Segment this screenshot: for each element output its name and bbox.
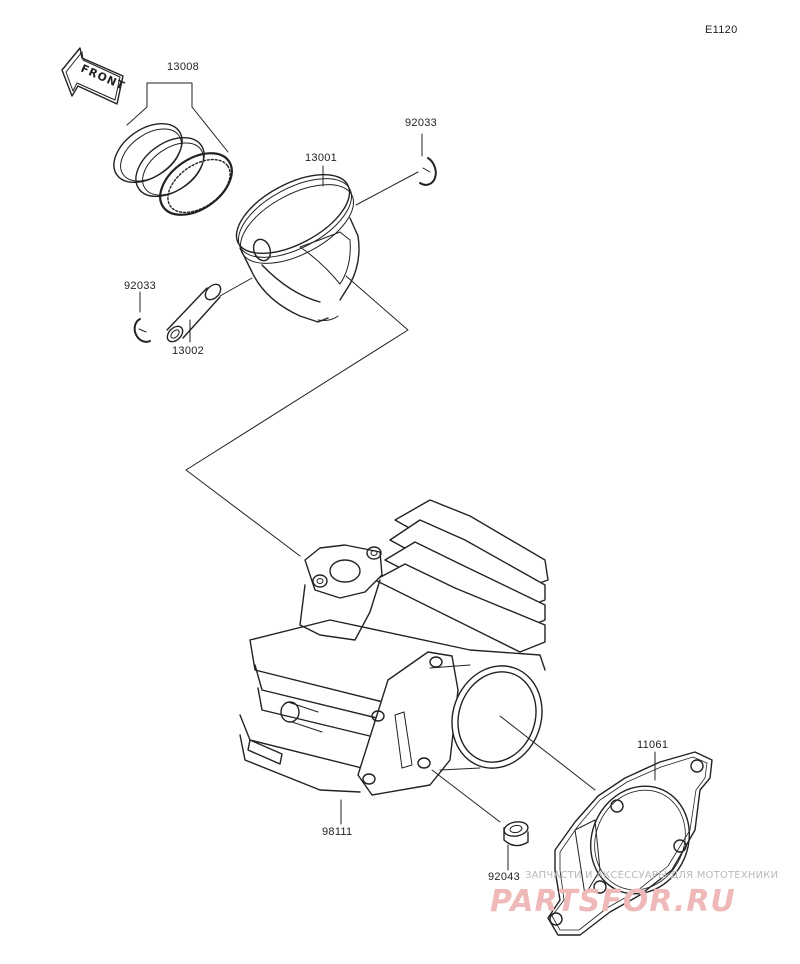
piston-pin-drawing: [166, 277, 253, 343]
watermark-tagline: ЗАПЧАСТИ И АКСЕССУАРЫ ДЛЯ МОТОТЕХНИКИ: [525, 870, 779, 881]
part-label-circlip-left: 92033: [124, 280, 157, 292]
front-arrow-icon: FRONT: [61, 47, 127, 105]
part-label-circlip-top: 92033: [405, 117, 438, 129]
part-label-dowel-pin: 92043: [488, 871, 521, 883]
part-label-gasket: 11061: [637, 739, 669, 751]
cylinder-block-drawing: [239, 499, 549, 796]
diagram-code: E1120: [705, 24, 738, 36]
bore-to-gasket-line: [499, 715, 596, 791]
rings-leader: [126, 82, 229, 153]
piston-rings-drawing: [113, 122, 233, 216]
part-label-piston: 13001: [305, 152, 338, 164]
part-label-piston-rings: 13008: [167, 61, 200, 73]
watermark-site: PARTSFOR.RU: [490, 884, 736, 919]
dowel-pin-drawing: [503, 821, 529, 847]
circlip-top-drawing: [419, 157, 437, 186]
pin-axis-leader: [355, 171, 419, 206]
piston-drawing: [235, 173, 360, 323]
part-label-cylinder: 98111: [322, 826, 353, 838]
gasket-drawing: [547, 751, 713, 936]
piston-to-cylinder-line: [185, 275, 409, 557]
part-label-piston-pin: 13002: [172, 345, 205, 357]
dowel-axis-line: [431, 769, 501, 823]
circlip-left-drawing: [133, 318, 151, 343]
